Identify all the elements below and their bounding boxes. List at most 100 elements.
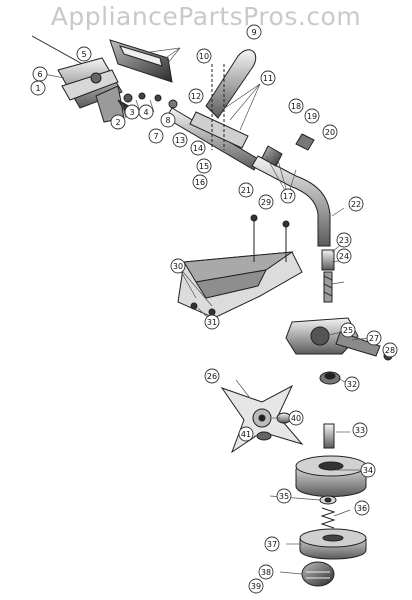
callout-circle [160, 112, 176, 128]
callout-circle [336, 248, 352, 264]
callout-31: 31 [204, 314, 220, 330]
blade-guard-shield [177, 214, 303, 319]
callout-41: 41 [238, 426, 254, 442]
callout-circle [276, 488, 292, 504]
trimmer-head-housing [295, 423, 367, 505]
callout-label: 22 [351, 200, 361, 209]
callout-label: 40 [291, 414, 301, 423]
callout-22: 22 [348, 196, 364, 212]
callout-10: 10 [196, 48, 212, 64]
callout-circle [246, 24, 262, 40]
shaft-coupler [321, 249, 335, 303]
control-handle-assembly [31, 35, 178, 123]
callout-circle [172, 132, 188, 148]
callout-label: 30 [173, 262, 183, 271]
callout-circle [138, 104, 154, 120]
callout-label: 9 [251, 28, 256, 37]
callout-circle [258, 564, 274, 580]
callout-circle [148, 128, 164, 144]
callout-circle [238, 426, 254, 442]
callout-circle [110, 114, 126, 130]
callout-label: 25 [343, 326, 353, 335]
callout-label: 5 [81, 50, 86, 59]
callout-label: 21 [241, 186, 251, 195]
callout-label: 14 [193, 144, 203, 153]
gear-head [285, 317, 393, 385]
callout-circle [288, 410, 304, 426]
watermark: AppliancePartsPros.com [50, 2, 362, 31]
callout-37: 37 [264, 536, 280, 552]
callout-15: 15 [196, 158, 212, 174]
callout-2: 2 [110, 114, 126, 130]
callout-label: 8 [165, 116, 170, 125]
callout-circle [264, 536, 280, 552]
callout-label: 12 [191, 92, 201, 101]
callout-circle [76, 46, 92, 62]
callout-33: 33 [352, 422, 368, 438]
callout-circle [336, 232, 352, 248]
callout-label: 16 [195, 178, 205, 187]
callout-label: 2 [115, 118, 120, 127]
callout-16: 16 [192, 174, 208, 190]
callout-5: 5 [76, 46, 92, 62]
callout-label: 37 [267, 540, 277, 549]
callout-32: 32 [344, 376, 360, 392]
callout-label: 32 [347, 380, 357, 389]
callout-13: 13 [172, 132, 188, 148]
callout-38: 38 [258, 564, 274, 580]
callout-21: 21 [238, 182, 254, 198]
callout-circle [258, 194, 274, 210]
callout-label: 11 [263, 74, 273, 83]
callout-label: 15 [199, 162, 209, 171]
callout-label: 20 [325, 128, 335, 137]
callout-3: 3 [124, 104, 140, 120]
callout-20: 20 [322, 124, 338, 140]
callout-circle [288, 98, 304, 114]
callout-28: 28 [382, 342, 398, 358]
callout-circle [204, 368, 220, 384]
callout-circle [204, 314, 220, 330]
callout-circle [192, 174, 208, 190]
callout-circle [188, 88, 204, 104]
callout-circle [196, 48, 212, 64]
callout-circle [248, 578, 264, 594]
callout-7: 7 [148, 128, 164, 144]
callout-circle [348, 196, 364, 212]
callout-40: 40 [288, 410, 304, 426]
callout-circle [344, 376, 360, 392]
callout-23: 23 [336, 232, 352, 248]
callout-circle [322, 124, 338, 140]
callout-25: 25 [340, 322, 356, 338]
callout-35: 35 [276, 488, 292, 504]
callout-circle [352, 422, 368, 438]
callout-label: 7 [153, 132, 158, 141]
callout-26: 26 [204, 368, 220, 384]
callout-circle [190, 140, 206, 156]
callout-27: 27 [366, 330, 382, 346]
callout-label: 27 [369, 334, 379, 343]
callout-1: 1 [30, 80, 46, 96]
callout-circle [238, 182, 254, 198]
callout-17: 17 [280, 188, 296, 204]
callout-label: 3 [129, 108, 134, 117]
callout-circle [340, 322, 356, 338]
callout-label: 6 [37, 70, 42, 79]
callout-14: 14 [190, 140, 206, 156]
bump-knob [301, 561, 335, 587]
callout-label: 23 [339, 236, 349, 245]
callout-label: 19 [307, 112, 317, 121]
callout-circle [260, 70, 276, 86]
callout-18: 18 [288, 98, 304, 114]
callout-label: 36 [357, 504, 367, 513]
callout-label: 39 [251, 582, 261, 591]
callout-11: 11 [260, 70, 276, 86]
callout-label: 17 [283, 192, 293, 201]
callout-19: 19 [304, 108, 320, 124]
spool-spring [299, 507, 367, 560]
callout-circle [366, 330, 382, 346]
handle-bar-tube [165, 49, 261, 171]
callout-circle [280, 188, 296, 204]
leader-lines [43, 47, 371, 575]
